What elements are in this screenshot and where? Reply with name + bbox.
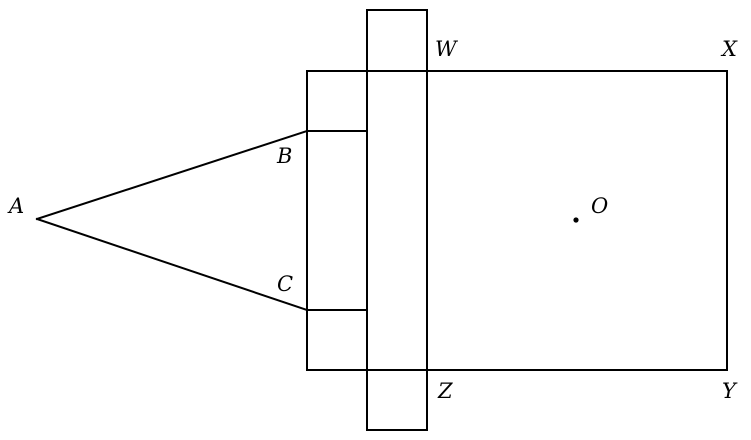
center-point-o	[573, 217, 579, 223]
lower-square-edge	[306, 309, 368, 371]
segment-ac	[35, 217, 309, 312]
label-z: Z	[437, 379, 453, 403]
outer-rectangle	[306, 70, 728, 371]
label-a: A	[7, 194, 24, 218]
upper-square-edge	[306, 70, 368, 132]
label-x: X	[720, 37, 738, 61]
label-y: Y	[722, 379, 738, 403]
label-w: W	[435, 37, 459, 61]
label-b: B	[276, 144, 292, 168]
label-c: C	[277, 272, 293, 296]
segment-ab	[35, 129, 309, 221]
vertical-strip	[366, 9, 428, 431]
label-o: O	[591, 194, 608, 218]
